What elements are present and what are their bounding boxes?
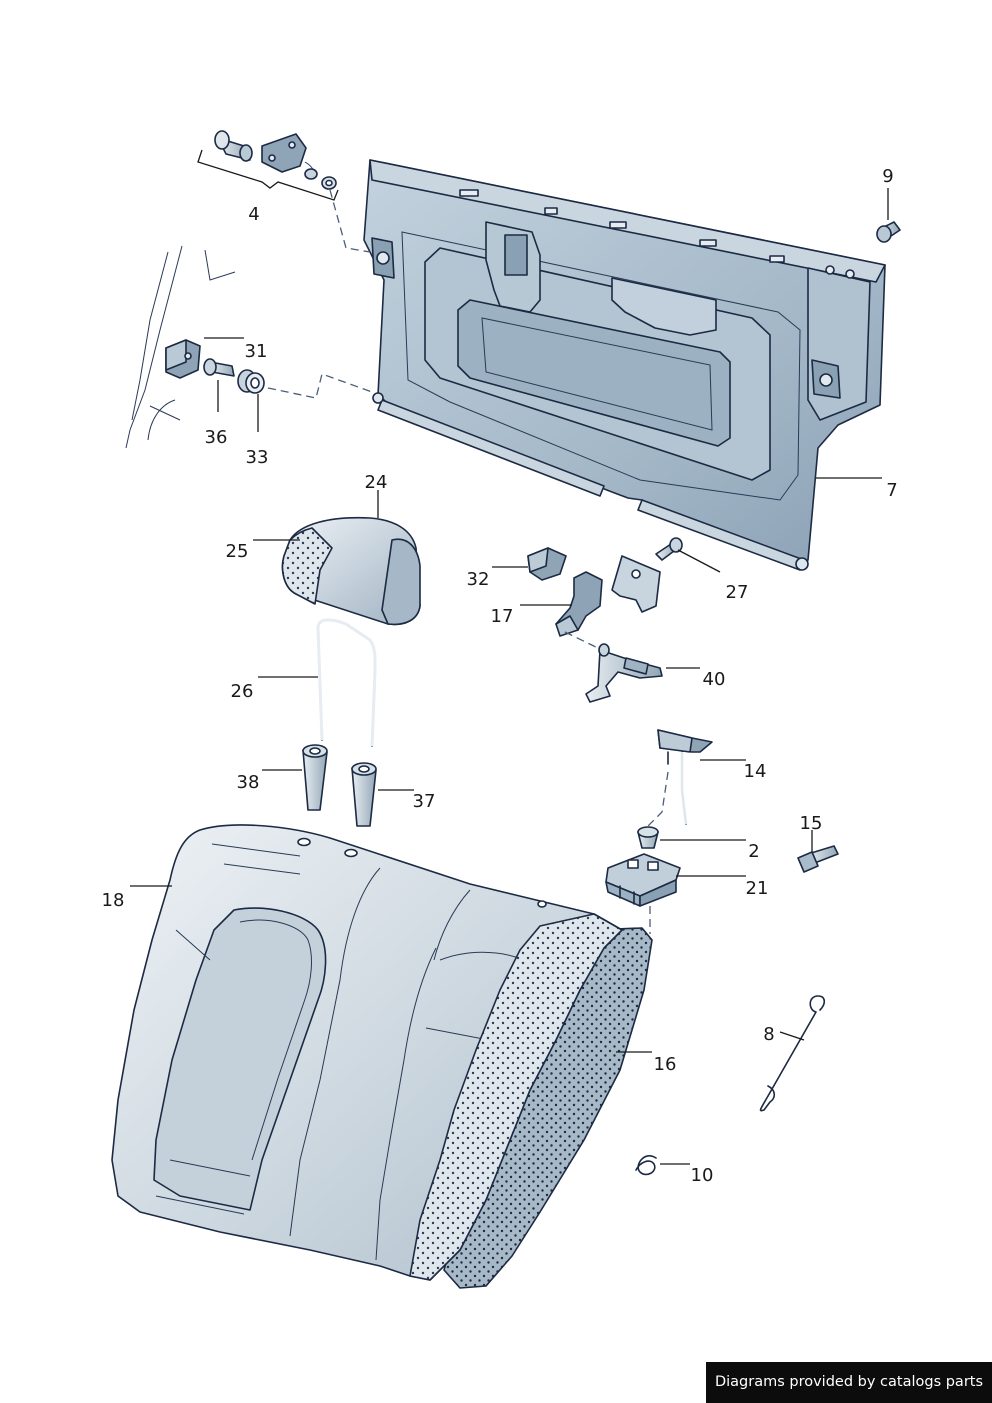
bolt-part	[203, 358, 235, 377]
clip-2-part	[637, 826, 659, 849]
bush-part	[237, 369, 265, 394]
credit-banner: Diagrams provided by catalogs parts	[706, 1362, 992, 1403]
guide-sleeve-37	[351, 762, 377, 827]
lock-40-part	[585, 643, 663, 703]
callout-17: 17	[491, 606, 514, 627]
bracket-17-part	[555, 571, 603, 637]
callout-21: 21	[746, 878, 769, 899]
callout-10: 10	[691, 1165, 714, 1186]
callout-2: 2	[748, 841, 759, 862]
callout-37: 37	[413, 791, 436, 812]
backrest-cover-part	[111, 824, 623, 1281]
headrest-guide-rods	[316, 618, 377, 747]
callout-15: 15	[800, 813, 823, 834]
headrest-part	[281, 516, 421, 626]
callout-4: 4	[248, 204, 259, 225]
callout-9: 9	[882, 166, 893, 187]
bolt-15-part	[797, 845, 839, 873]
callout-7: 7	[886, 480, 897, 501]
buffer-part	[876, 221, 901, 243]
callout-24: 24	[365, 472, 388, 493]
callout-33: 33	[246, 447, 269, 468]
callout-36: 36	[205, 427, 228, 448]
callout-16: 16	[654, 1054, 677, 1075]
callout-26: 26	[231, 681, 254, 702]
callout-25: 25	[226, 541, 249, 562]
callout-18: 18	[102, 890, 125, 911]
lock-assembly-parts	[214, 130, 337, 190]
vehicle-body-outline	[125, 245, 236, 449]
hinge-bracket-part	[165, 339, 201, 379]
release-lever-part	[657, 729, 713, 825]
callout-8: 8	[763, 1024, 774, 1045]
wire-hook-8-part	[759, 995, 826, 1112]
callout-32: 32	[467, 569, 490, 590]
callout-27: 27	[726, 582, 749, 603]
cover-cap-part	[527, 547, 567, 581]
screw-27-part	[655, 537, 683, 561]
housing-21-part	[605, 853, 681, 907]
cover-plate-part	[611, 555, 661, 613]
backrest-rear-panel	[363, 159, 886, 571]
callout-38: 38	[237, 772, 260, 793]
callout-40: 40	[703, 669, 726, 690]
callout-14: 14	[744, 761, 767, 782]
guide-sleeve-38	[302, 744, 328, 811]
callout-31: 31	[245, 341, 268, 362]
clip-10-part	[635, 1155, 657, 1176]
